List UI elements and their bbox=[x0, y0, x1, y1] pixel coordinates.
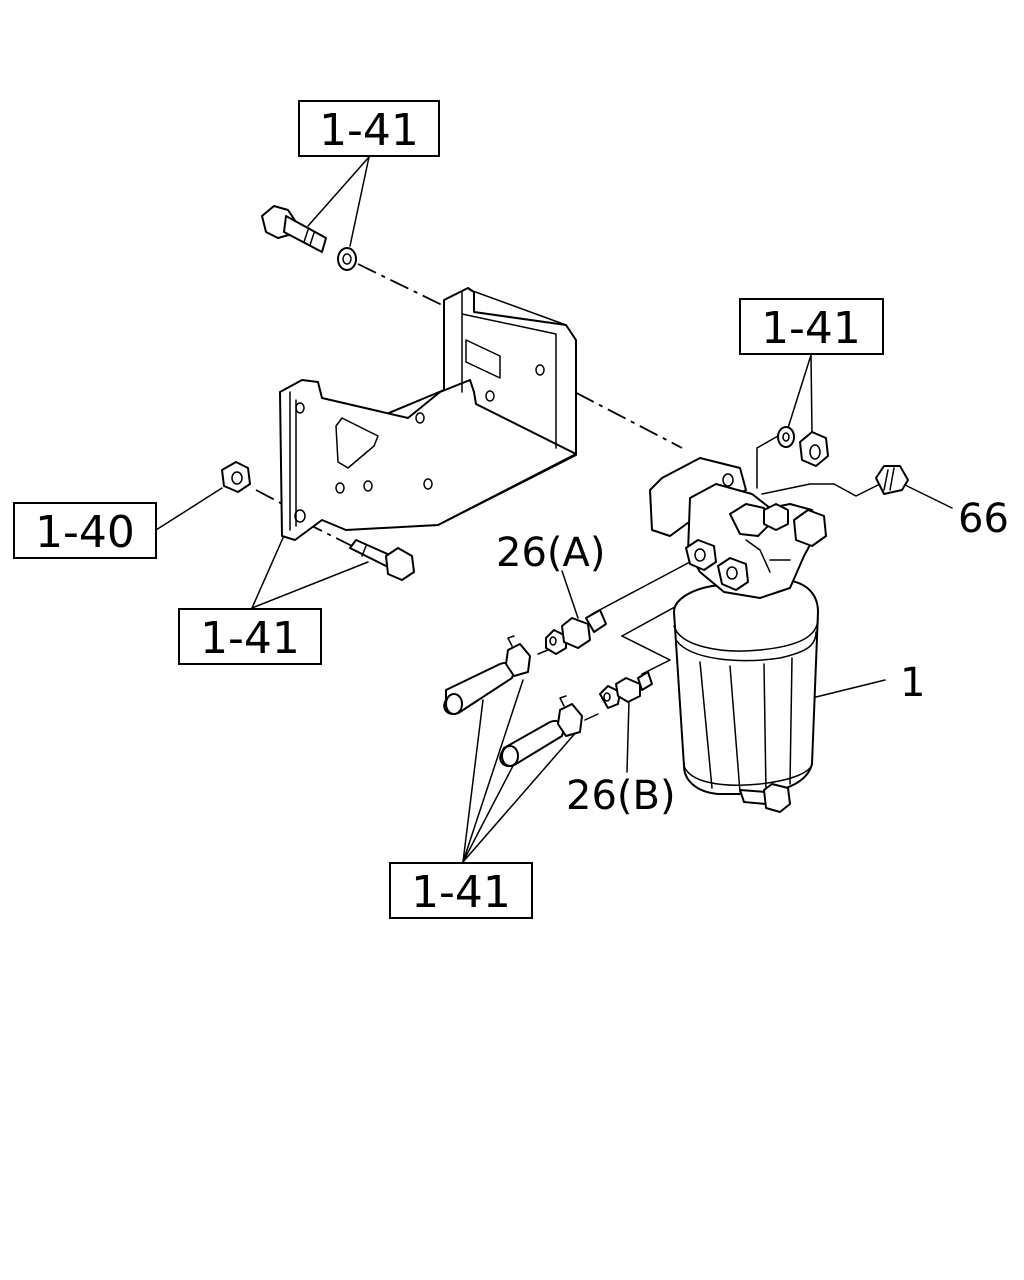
ref-box-bottom-label: 1-41 bbox=[411, 867, 511, 918]
callout-26a: 26(A) bbox=[496, 530, 605, 576]
lower-hose[interactable] bbox=[499, 720, 565, 768]
upper-clamp[interactable] bbox=[505, 635, 531, 677]
lower-clamp[interactable] bbox=[557, 695, 583, 737]
mounting-bracket[interactable] bbox=[279, 287, 577, 541]
ref-box-left[interactable]: 1-40 bbox=[13, 502, 157, 559]
callout-1: 1 bbox=[900, 660, 925, 706]
fitting-26a[interactable] bbox=[545, 609, 607, 655]
ref-box-right-top-label: 1-41 bbox=[761, 303, 861, 354]
plug-66[interactable] bbox=[875, 465, 909, 495]
ref-box-right-top[interactable]: 1-41 bbox=[739, 298, 884, 355]
top-washer[interactable] bbox=[337, 247, 357, 271]
right-washer[interactable] bbox=[777, 426, 795, 448]
ref-box-bottom[interactable]: 1-41 bbox=[389, 862, 533, 919]
callout-26b: 26(B) bbox=[566, 773, 676, 819]
callout-66: 66 bbox=[958, 496, 1009, 542]
ref-box-top[interactable]: 1-41 bbox=[298, 100, 440, 157]
ref-box-left-label: 1-40 bbox=[35, 507, 135, 558]
lower-bolt[interactable] bbox=[349, 539, 415, 581]
right-nut[interactable] bbox=[799, 431, 829, 467]
top-bolt[interactable] bbox=[261, 205, 327, 253]
leader-lines bbox=[155, 156, 953, 863]
ref-box-left-bottom-label: 1-41 bbox=[200, 613, 300, 664]
ref-box-top-label: 1-41 bbox=[319, 105, 419, 156]
fuel-filter-assembly[interactable] bbox=[649, 457, 827, 813]
left-nut[interactable] bbox=[221, 461, 251, 493]
ref-box-left-bottom[interactable]: 1-41 bbox=[178, 608, 322, 665]
upper-hose[interactable] bbox=[443, 662, 515, 716]
fitting-26b[interactable] bbox=[599, 671, 653, 709]
